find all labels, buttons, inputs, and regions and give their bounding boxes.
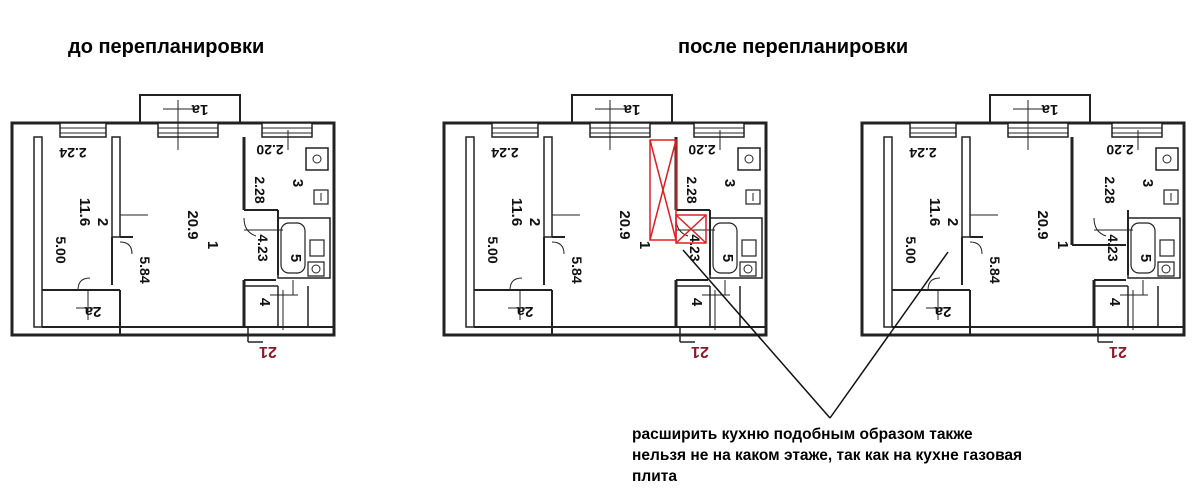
bath-number: 5 [719,254,736,262]
apartment-number: 21 [691,343,709,360]
wall-bedroom-right [543,136,553,238]
loggia-label: 1а [623,101,640,118]
bathtub [280,222,306,274]
entry-number: 4 [688,298,705,307]
annotation-note: расширить кухню подобным образом также н… [632,424,1152,487]
stove-icon [737,147,761,171]
floor-plan-after-demolition: 1а 2.24 2.20 2 11.6 1 20.9 3 2.28 4.23 5… [440,90,780,365]
bedroom-number: 2 [944,218,961,226]
corridor-length: 4.23 [255,234,271,261]
window-center [157,122,219,138]
floor-plan-before: 1а 2.24 2.20 2 11.6 1 20.9 3 2.28 4.23 5… [8,90,348,365]
kitchen-width: 2.28 [252,176,268,203]
bath-sink [741,239,757,257]
hall-dim: 2.24 [59,145,86,161]
window-right [1111,122,1163,138]
apartment-number: 21 [259,343,277,360]
bedroom-length: 5.00 [903,236,919,263]
kitchen-width: 2.28 [684,176,700,203]
toilet-icon [739,261,757,277]
wall-left-inner [883,136,893,328]
window-center [1007,122,1069,138]
bathroom [1127,217,1181,279]
bath-sink [309,239,325,257]
kitchen-sink-icon [313,189,329,205]
corridor-length: 4.23 [1105,234,1121,261]
loggia-label: 1а [1041,101,1058,118]
bath-sink [1159,239,1175,257]
window-right [261,122,313,138]
stove-icon [1155,147,1179,171]
living-number: 1 [1054,241,1071,249]
wall-bedroom-right [111,136,121,238]
kitchen-width: 2.28 [1102,176,1118,203]
living-area: 20.9 [1034,210,1051,239]
bathtub [712,222,738,274]
living-number: 1 [636,241,653,249]
demolition-marks [649,139,707,244]
bedroom-area: 11.6 [508,198,525,226]
wall-bedroom-right [961,136,971,238]
bedroom-area: 11.6 [926,198,943,226]
wall-left-inner [33,136,43,328]
living-number: 1 [204,241,221,249]
kitchen-sink-icon [1163,189,1179,205]
toilet-icon [1157,261,1175,277]
annotation-line-1: расширить кухню подобным образом также [632,426,973,443]
living-area: 20.9 [184,210,201,239]
loggia-label: 1а [191,101,208,118]
floor-plan-after-expanded-kitchen: 1а 2.24 2.20 2 11.6 1 20.9 3 2.28 4.23 5… [858,90,1198,365]
living-length: 5.84 [137,256,153,283]
window-left [491,122,539,138]
bedroom-length: 5.00 [485,236,501,263]
window-left [59,122,107,138]
kitchen-number: 3 [1139,179,1156,187]
annotation-line-3: плита [632,468,677,485]
toilet-icon [307,261,325,277]
bath-number: 5 [1137,254,1154,262]
bedroom-length: 5.00 [53,236,69,263]
kitchen-number: 3 [289,179,306,187]
kitchen-dim: 2.20 [688,142,715,158]
bedroom-area: 11.6 [76,198,93,226]
hall-dim: 2.24 [491,145,518,161]
annotation-line-2: нельзя не на каком этаже, так как на кух… [632,447,1023,464]
kitchen-dim: 2.20 [1106,142,1133,158]
bathroom [277,217,331,279]
living-area: 20.9 [616,210,633,239]
heading-after: после перепланировки [678,36,909,58]
kitchen-dim: 2.20 [256,142,283,158]
bedroom-number: 2 [526,218,543,226]
bathtub [1130,222,1156,274]
closet-label: 2а [516,303,533,320]
apartment-number: 21 [1109,343,1127,360]
entry-number: 4 [256,298,273,307]
expanded-kitchen-wall [1070,137,1126,246]
living-length: 5.84 [569,256,585,283]
entry-number: 4 [1106,298,1123,307]
heading-before: до перепланировки [68,36,265,58]
closet-label: 2а [934,303,951,320]
kitchen-number: 3 [721,179,738,187]
living-length: 5.84 [987,256,1003,283]
window-center [589,122,651,138]
window-right [693,122,745,138]
wall-left-inner [465,136,475,328]
stove-icon [305,147,329,171]
window-left [909,122,957,138]
closet-label: 2а [84,303,101,320]
bath-number: 5 [287,254,304,262]
hall-dim: 2.24 [909,145,936,161]
bedroom-number: 2 [94,218,111,226]
kitchen-sink-icon [745,189,761,205]
